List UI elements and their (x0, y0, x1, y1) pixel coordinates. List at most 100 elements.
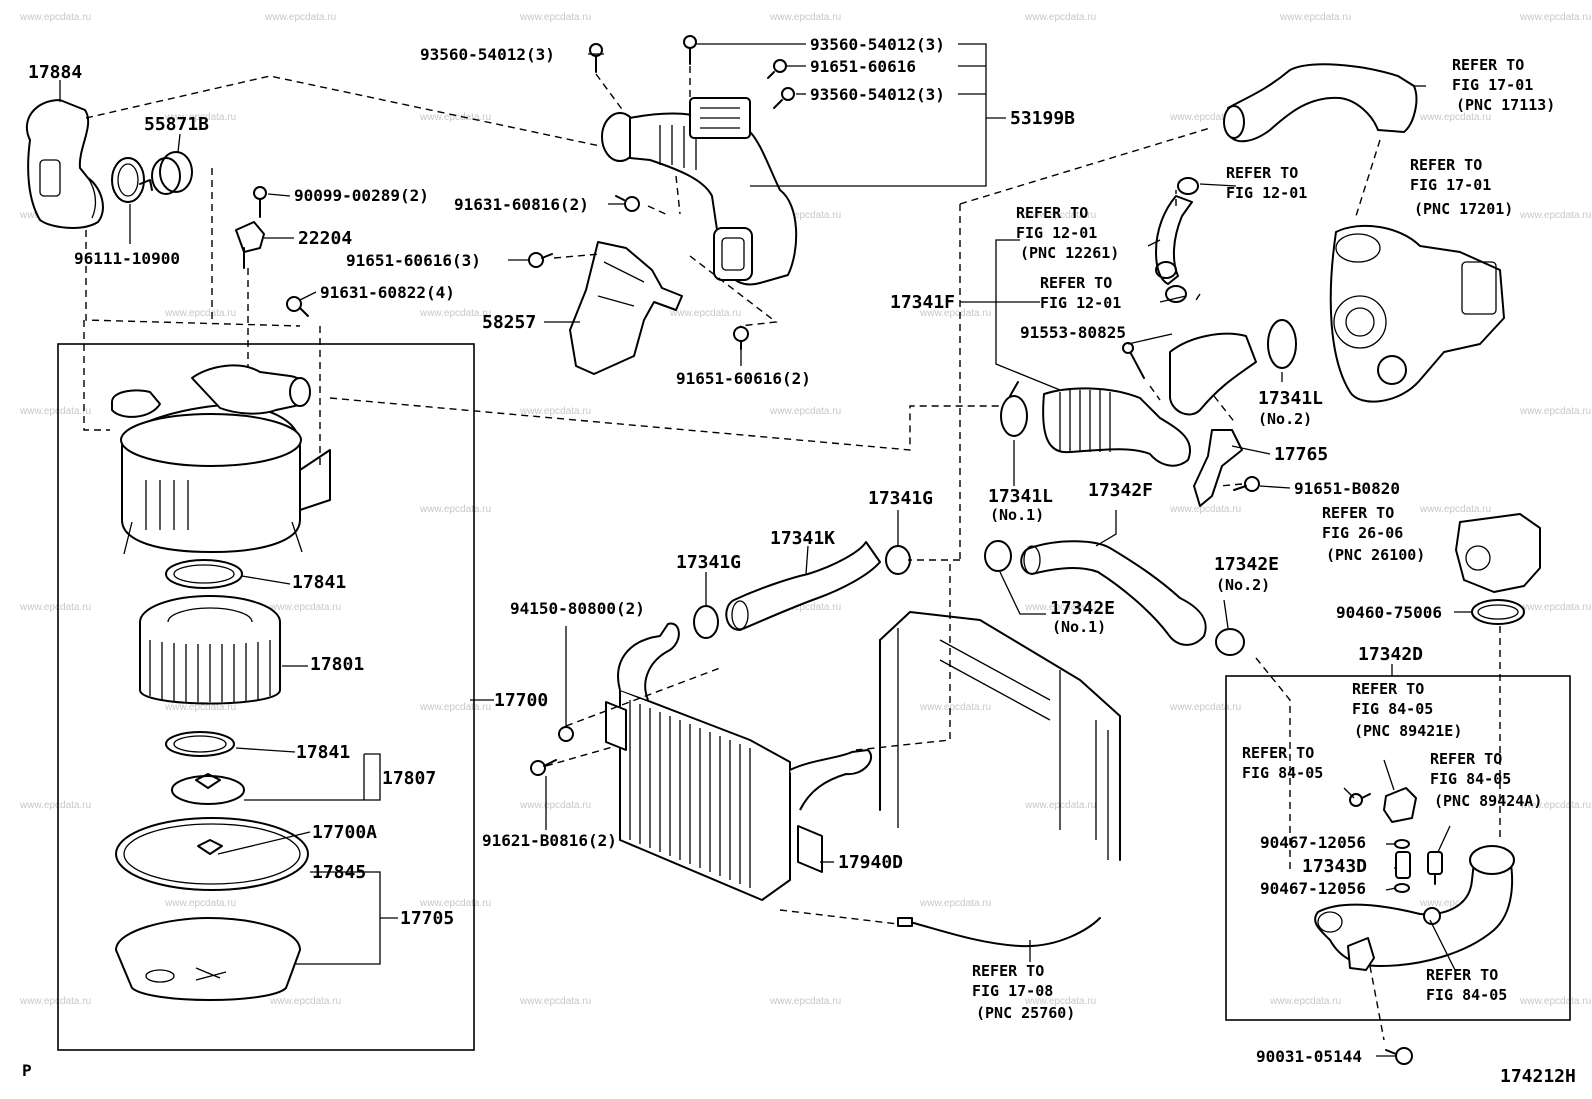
ref-note-84-05-a[interactable]: REFER TO FIG 84-05 (1242, 744, 1323, 782)
ref-bolt-84-05[interactable] (1349, 793, 1371, 807)
part-17807-wing-nut-set[interactable] (171, 773, 245, 805)
ref-note-17113[interactable]: REFER TO FIG 17-01 (PNC 17113) (1452, 56, 1555, 114)
part-90467-clip-a[interactable] (1394, 839, 1410, 849)
ref-small-clamp-2[interactable] (1165, 285, 1187, 303)
part-17341g-clamp-b[interactable] (885, 545, 911, 575)
label-91651-b0820: 91651-B0820 (1294, 479, 1400, 498)
svg-text:FIG 84-05: FIG 84-05 (1352, 700, 1433, 718)
part-17765-bracket[interactable] (1193, 429, 1243, 507)
corner-mark: P (22, 1061, 32, 1080)
part-17342e-clamp-2[interactable] (1215, 628, 1245, 656)
svg-text:FIG 17-01: FIG 17-01 (1410, 176, 1491, 194)
part-17343d-hose[interactable] (1395, 851, 1411, 879)
watermark: www.epcdata.ru (669, 308, 741, 319)
ref-turbocharger[interactable] (1329, 224, 1505, 403)
bolt-91621[interactable] (530, 759, 557, 776)
svg-text:(PNC 17113): (PNC 17113) (1456, 96, 1555, 114)
bolt-91553[interactable] (1122, 342, 1145, 379)
watermark: www.epcdata.ru (1024, 12, 1096, 23)
label-90460: 90460-75006 (1336, 603, 1442, 622)
ref-cable-25760[interactable] (897, 917, 1101, 948)
part-58257-bracket[interactable] (569, 241, 683, 375)
part-17341g-clamp-a[interactable] (693, 605, 719, 639)
label-91651-60616: 91651-60616 (810, 57, 916, 76)
ref-sensor-89421e[interactable] (1383, 787, 1417, 823)
svg-text:REFER TO: REFER TO (972, 962, 1044, 980)
label-17700: 17700 (494, 690, 548, 711)
part-17341k-hose[interactable] (725, 541, 881, 631)
group-box-17700 (57, 343, 475, 1051)
ref-note-89421e[interactable]: REFER TO FIG 84-05 (PNC 89421E) (1352, 680, 1462, 740)
part-17341l-clamp-2[interactable] (1267, 319, 1297, 369)
ref-small-hose-1[interactable] (1155, 177, 1199, 285)
bolts-93560-group[interactable] (589, 35, 795, 109)
watermark: www.epcdata.ru (269, 602, 341, 613)
label-17700a: 17700A (312, 822, 377, 843)
part-17940d-intercooler[interactable] (605, 622, 873, 901)
part-17841-gasket-upper[interactable] (165, 559, 243, 589)
ref-note-25760[interactable]: REFER TO FIG 17-08 (PNC 25760) (972, 962, 1075, 1022)
part-17341f-hose[interactable] (1042, 332, 1257, 467)
watermark: www.epcdata.ru (164, 112, 236, 123)
nut-94150[interactable] (558, 726, 574, 742)
ref-sensor-89424a[interactable] (1427, 851, 1443, 885)
watermark: www.epcdata.ru (1024, 996, 1096, 1007)
ref-note-12-01-b[interactable]: REFER TO FIG 12-01 (1040, 274, 1121, 312)
watermark: www.epcdata.ru (519, 406, 591, 417)
svg-text:REFER TO: REFER TO (1410, 156, 1482, 174)
reference-notes: REFER TO FIG 17-01 (PNC 17113) REFER TO … (972, 56, 1555, 1022)
label-91621: 91621-B0816(2) (482, 831, 617, 850)
part-17342e-clamp-1[interactable] (984, 540, 1012, 572)
bolt-91631-60822[interactable] (286, 296, 309, 317)
ref-egr-valve[interactable] (1455, 513, 1541, 593)
label-17845: 17845 (312, 862, 366, 883)
label-17341g-1: 17341G (868, 488, 933, 509)
part-17705-cap[interactable] (115, 917, 301, 1001)
dashed-guide-lines (83, 66, 1501, 1041)
part-17342d-pipe[interactable] (1314, 845, 1515, 971)
label-17342e-2: 17342E (1214, 554, 1279, 575)
label-91631-60816: 91631-60816(2) (454, 195, 589, 214)
part-air-cleaner-housing[interactable] (111, 364, 331, 555)
watermark: www.epcdata.ru (1279, 12, 1351, 23)
part-22204-sensor[interactable] (235, 221, 265, 269)
label-17342e-1-note: (No.1) (1052, 618, 1106, 636)
watermark: www.epcdata.ru (769, 602, 841, 613)
label-93560-c: 93560-54012(3) (810, 85, 945, 104)
figure-id: 174212H (1500, 1066, 1576, 1087)
label-17705: 17705 (400, 908, 454, 929)
watermark: www.epcdata.ru (769, 210, 841, 221)
label-17343d: 17343D (1302, 856, 1367, 877)
svg-text:FIG 84-05: FIG 84-05 (1426, 986, 1507, 1004)
part-53199b-intake-hose[interactable] (601, 97, 798, 286)
bolt-90099[interactable] (253, 186, 267, 218)
bolt-91651-b0820[interactable] (1233, 476, 1260, 492)
part-90467-clip-b[interactable] (1394, 883, 1410, 893)
part-17341l-clamp-1[interactable] (1000, 381, 1028, 437)
ref-note-89424a[interactable]: REFER TO FIG 84-05 (PNC 89424A) (1430, 750, 1542, 810)
part-90460-clamp[interactable] (1471, 599, 1525, 625)
ref-note-84-05-b[interactable]: REFER TO FIG 84-05 (1426, 966, 1507, 1004)
ref-note-12-01-a[interactable]: REFER TO FIG 12-01 (1226, 164, 1307, 202)
part-55871b-collar[interactable] (151, 151, 193, 195)
part-17801-filter-element[interactable] (139, 595, 281, 705)
bolt-91651-60616-3[interactable] (528, 252, 553, 268)
watermark: www.epcdata.ru (1519, 800, 1591, 811)
watermark: www.epcdata.ru (19, 800, 91, 811)
label-93560-b: 93560-54012(3) (810, 35, 945, 54)
ref-turbo-inlet-pipe[interactable] (1223, 63, 1418, 143)
watermark: www.epcdata.ru (19, 12, 91, 23)
ref-note-17201[interactable]: REFER TO FIG 17-01 (PNC 17201) (1410, 156, 1513, 218)
part-17884-air-duct[interactable] (25, 99, 104, 229)
part-17845-cover[interactable] (115, 817, 309, 891)
label-93560-a: 93560-54012(3) (420, 45, 555, 64)
ref-note-26100[interactable]: REFER TO FIG 26-06 (PNC 26100) (1322, 504, 1425, 564)
svg-text:FIG 84-05: FIG 84-05 (1430, 770, 1511, 788)
part-17700a-wing-nut (197, 839, 223, 855)
part-17841-gasket-lower[interactable] (165, 731, 235, 757)
part-96111-clamp[interactable] (111, 157, 153, 203)
part-17342f-hose[interactable] (1020, 540, 1207, 646)
ref-note-12261[interactable]: REFER TO FIG 12-01 (PNC 12261) (1016, 204, 1119, 262)
label-17801: 17801 (310, 654, 364, 675)
svg-text:(PNC 89421E): (PNC 89421E) (1354, 722, 1462, 740)
